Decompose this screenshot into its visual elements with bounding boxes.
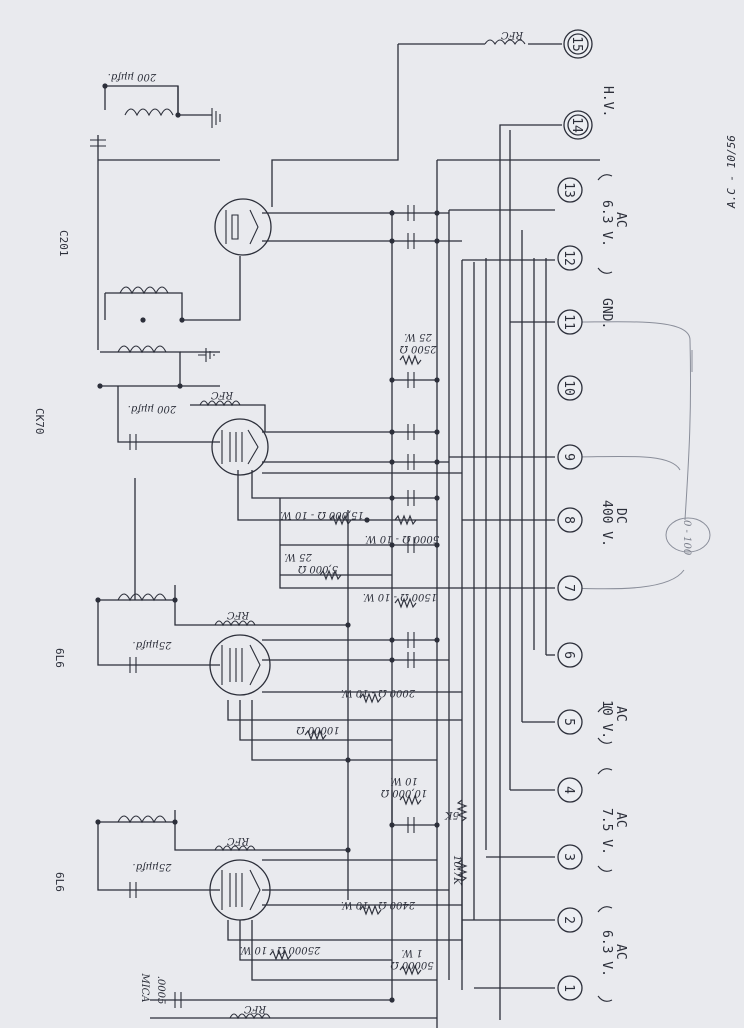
voltage-brackets [597, 174, 613, 1002]
tube-6l6-lower [209, 859, 271, 921]
label-meter: 0 - 100 [681, 520, 692, 556]
label-ac-top: AC [613, 212, 628, 228]
svg-text:2: 2 [561, 916, 576, 924]
terminal-8: 8 [557, 507, 583, 533]
svg-text:14: 14 [569, 117, 584, 133]
label-r-10000: 10000 Ω [296, 724, 339, 735]
svg-text:12: 12 [561, 250, 576, 266]
label-rfc-bottom: RFC [244, 1003, 267, 1014]
label-6-3v-top: 6.3 V. [599, 200, 614, 247]
junction-dots [95, 83, 440, 1003]
tube-label-c201: C201 [57, 230, 70, 257]
label-r-2500: 2500 Ω [400, 343, 438, 354]
label-ac-bot: AC [613, 944, 628, 960]
label-ac-10: AC [613, 706, 628, 722]
tube-ck70 [211, 418, 269, 476]
svg-text:4: 4 [561, 786, 576, 794]
label-r-25000: 25000 Ω - 10 W. [240, 944, 322, 955]
terminal-1: 1 [557, 975, 583, 1001]
resistors [269, 354, 468, 976]
label-r-2400: 2400 Ω - 10 W. [341, 899, 416, 910]
label-7-5v: 7.5 V. [599, 808, 614, 855]
svg-text:15: 15 [569, 36, 584, 52]
label-r-10000b-w: 10 W. [390, 775, 418, 786]
terminal-13: 13 [557, 177, 583, 203]
terminal-strip: 15 14 13 12 11 10 9 8 7 6 5 4 3 2 1 [557, 29, 593, 1001]
meter-annotation [569, 321, 711, 590]
tube-6l6-upper [209, 634, 271, 696]
terminal-14: 14 [563, 110, 593, 140]
label-cap-25-a: 25µµfd. [132, 639, 172, 650]
label-r-15000: 15,000 Ω - 10 W. [280, 509, 364, 520]
label-r-2500-w: 25 W. [404, 331, 433, 342]
label-10v: 10 V. [599, 700, 614, 739]
svg-text:5: 5 [561, 718, 576, 726]
terminal-4: 4 [557, 777, 583, 803]
label-400v: 400 V. [599, 500, 614, 547]
svg-text:6: 6 [561, 651, 576, 659]
tube-label-ck70: CK70 [33, 408, 46, 435]
label-r-5000b-w: 25 W. [284, 551, 313, 562]
label-rfc-6l6a: RFC [227, 609, 250, 620]
tube-label-6l6-upper: 6L6 [53, 648, 66, 668]
label-cap-25-b: 25µµfd. [132, 861, 172, 872]
terminal-9: 9 [557, 444, 583, 470]
terminal-11: 11 [557, 309, 583, 335]
tube-label-6l6-lower: 6L6 [53, 872, 66, 892]
label-hv: H.V. [600, 86, 615, 117]
svg-text:7: 7 [561, 584, 576, 592]
corner-annotation: A.C - 10/56 [725, 135, 738, 209]
terminal-10: 10 [557, 375, 583, 401]
label-6-3v-bot: 6.3 V. [599, 930, 614, 977]
label-r-50000: 50000 Ω [390, 959, 433, 970]
svg-text:1: 1 [561, 984, 576, 992]
svg-text:8: 8 [561, 516, 576, 524]
tube-c201 [214, 198, 272, 256]
label-r-5k: 5K [445, 809, 459, 820]
label-rfc-top: RFC [501, 29, 524, 40]
label-ac-75: AC [613, 812, 628, 828]
label-rfc-ck70: RFC [211, 389, 234, 400]
coils [117, 39, 526, 1020]
label-r-10k: 10.7K [451, 855, 462, 885]
terminal-3: 3 [557, 844, 583, 870]
label-dc: DC [613, 508, 628, 524]
terminal-2: 2 [557, 907, 583, 933]
bypass-capacitors [90, 139, 415, 1008]
svg-text:10: 10 [561, 380, 576, 396]
svg-text:13: 13 [561, 182, 576, 198]
wiring [97, 43, 600, 1028]
label-r-10000b: 10,000 Ω [381, 787, 427, 798]
terminal-7: 7 [557, 575, 583, 601]
label-rfc-6l6b: RFC [227, 835, 250, 846]
terminal-5: 5 [557, 709, 583, 735]
label-r-50000-w: 1 W. [401, 947, 422, 958]
label-r-1500: 1500 Ω - 10 W. [363, 591, 437, 602]
label-gnd: GND. [599, 298, 614, 329]
label-cap-200-top: 200 µµfd. [108, 71, 158, 82]
label-cap-200-ck70: 200 µµfd. [128, 403, 178, 414]
svg-text:11: 11 [561, 314, 576, 330]
ground-icon [198, 108, 221, 362]
svg-text:9: 9 [561, 453, 576, 461]
terminal-6: 6 [557, 642, 583, 668]
label-r-2000: 2000 Ω - 10 W. [341, 687, 416, 698]
terminal-15: 15 [563, 29, 593, 59]
label-cap-0005-b: MICA [139, 972, 150, 1002]
svg-text:3: 3 [561, 853, 576, 861]
label-cap-0005: .0005 [155, 976, 166, 1005]
label-r-5000: 5000 Ω - 10 W. [365, 533, 439, 544]
label-r-5000b: 5,000 Ω [298, 563, 338, 574]
terminal-12: 12 [557, 245, 583, 271]
